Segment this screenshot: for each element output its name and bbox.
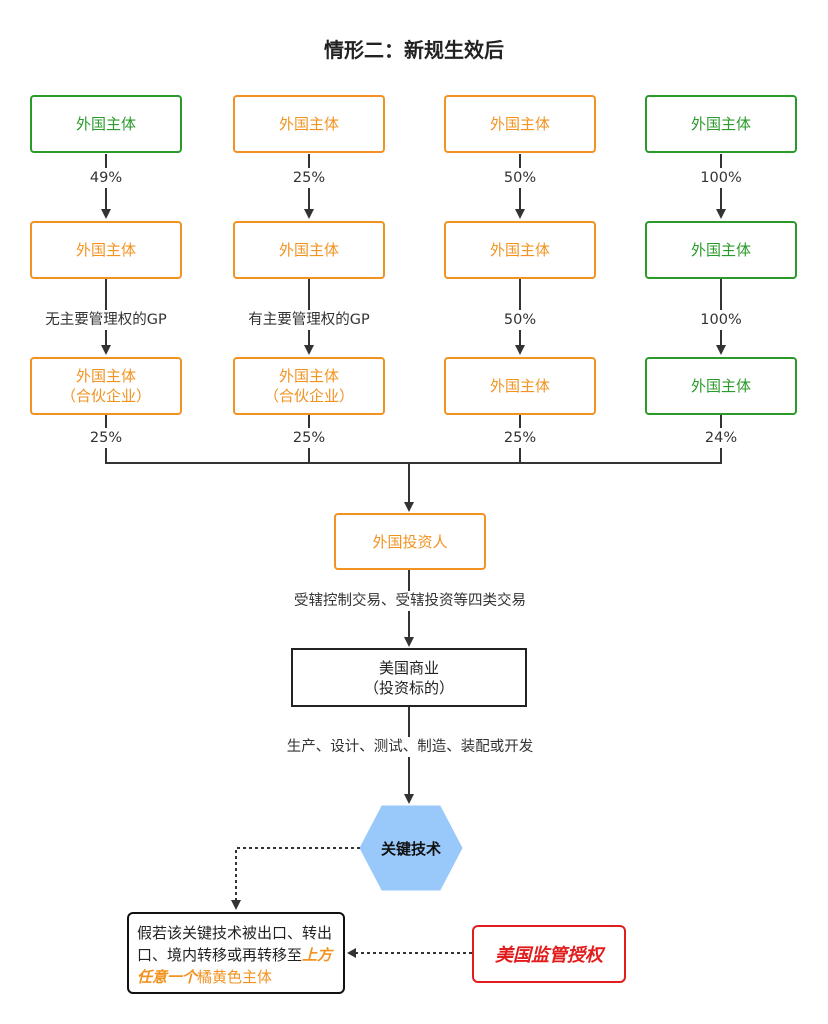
col3-top-entity[interactable]: 外国主体	[444, 95, 596, 153]
note-text-part1: 假若该关键技术被出口、转出口、境内转移或再转移至	[137, 924, 333, 964]
col1-pct-label: 49%	[87, 168, 125, 188]
col1-bottom-entity[interactable]: 外国主体 （合伙企业）	[30, 357, 182, 415]
col2-top-entity[interactable]: 外国主体	[233, 95, 385, 153]
diagram-title: 情形二：新规生效后	[324, 38, 504, 62]
col2-bottom-entity[interactable]: 外国主体 （合伙企业）	[233, 357, 385, 415]
note-text-part2: 橘黄色主体	[197, 968, 273, 986]
key-tech-label[interactable]: 关键技术	[380, 839, 441, 858]
export-scenario-note: 假若该关键技术被出口、转出口、境内转移或再转移至上方任意一个橘黄色主体	[127, 912, 345, 994]
col2-pct-label: 25%	[290, 168, 328, 188]
col4-pct-label-2: 100%	[698, 310, 744, 330]
col1-bottom-type: （合伙企业）	[60, 387, 151, 405]
col1-share-label: 25%	[87, 428, 125, 448]
transaction-label: 受辖控制交易、受辖投资等四类交易	[292, 591, 528, 611]
col2-mid-entity[interactable]: 外国主体	[233, 221, 385, 279]
col3-mid-entity[interactable]: 外国主体	[444, 221, 596, 279]
us-business-type: （投资标的）	[363, 678, 454, 697]
col4-pct-label: 100%	[698, 168, 744, 188]
col3-pct-label: 50%	[501, 168, 539, 188]
col1-bottom-name: 外国主体	[75, 367, 136, 385]
us-business-name: 美国商业	[378, 658, 439, 677]
foreign-investor-box[interactable]: 外国投资人	[334, 513, 486, 570]
col2-share-label: 25%	[290, 428, 328, 448]
us-business-box[interactable]: 美国商业 （投资标的）	[291, 648, 527, 707]
col3-pct-label-2: 50%	[501, 310, 539, 330]
col1-top-entity[interactable]: 外国主体	[30, 95, 182, 153]
col2-gp-label: 有主要管理权的GP	[246, 310, 372, 330]
note-highlight: 上方任意一个	[137, 946, 333, 986]
us-authorization-box[interactable]: 美国监管授权	[472, 925, 626, 983]
col1-gp-label: 无主要管理权的GP	[43, 310, 169, 330]
col3-bottom-entity[interactable]: 外国主体	[444, 357, 596, 415]
col2-bottom-name: 外国主体	[278, 367, 339, 385]
col4-mid-entity[interactable]: 外国主体	[645, 221, 797, 279]
activity-label: 生产、设计、测试、制造、装配或开发	[284, 737, 536, 757]
col4-bottom-entity[interactable]: 外国主体	[645, 357, 797, 415]
col3-share-label: 25%	[501, 428, 539, 448]
col4-top-entity[interactable]: 外国主体	[645, 95, 797, 153]
col4-share-label: 24%	[702, 428, 740, 448]
col2-bottom-type: （合伙企业）	[263, 387, 354, 405]
col1-mid-entity[interactable]: 外国主体	[30, 221, 182, 279]
